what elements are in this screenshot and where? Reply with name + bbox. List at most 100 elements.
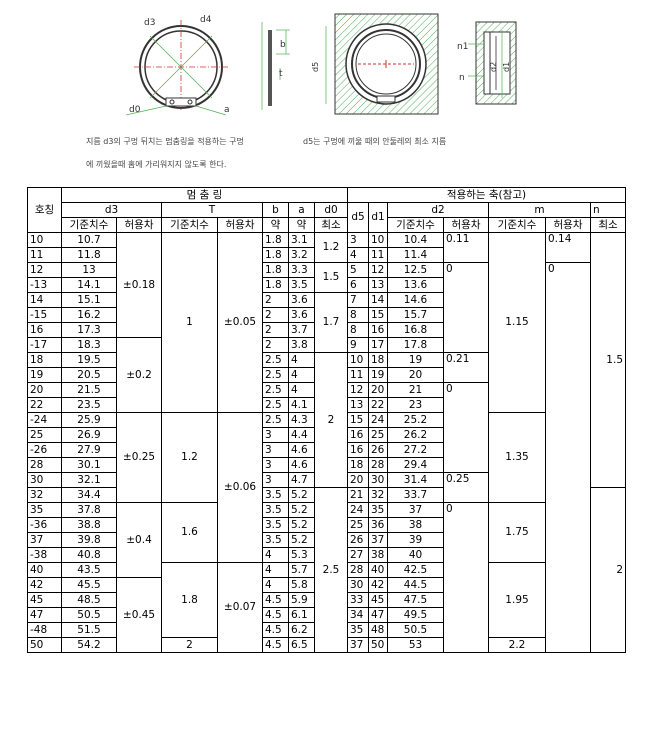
cell-size: -48 xyxy=(27,622,62,638)
cell-size: 42 xyxy=(27,577,62,593)
cell-size: -26 xyxy=(27,442,62,458)
cell-d3: 45.5 xyxy=(61,577,117,593)
merged-Tb-3: 1.8 xyxy=(161,562,218,638)
cell-b: 3.5 xyxy=(262,517,289,533)
retaining-ring-spec-table: 호칭 멈 춤 링 적용하는 축(참고) d3 T b a d0 d5 d1 d2… xyxy=(27,187,626,653)
cell-size: 40 xyxy=(27,562,62,578)
merged-d2t-0: 0.11 xyxy=(443,232,489,263)
cell-a: 3.1 xyxy=(288,232,315,248)
cell-b: 3.5 xyxy=(262,532,289,548)
cell-d1: 47 xyxy=(368,607,388,623)
cell-b: 2.5 xyxy=(262,352,289,368)
cell-size: -36 xyxy=(27,517,62,533)
cell-size: 35 xyxy=(27,502,62,518)
cell-size: -24 xyxy=(27,412,62,428)
merged-n-0: 1.5 xyxy=(590,232,626,488)
cell-d1: 17 xyxy=(368,337,388,353)
cell-d1: 48 xyxy=(368,622,388,638)
cell-d2: 25.2 xyxy=(387,412,444,428)
cell-d3: 10.7 xyxy=(61,232,117,248)
cell-b: 3.5 xyxy=(262,487,289,503)
header-d2-basic: 기준치수 xyxy=(387,217,444,233)
cell-d3: 20.5 xyxy=(61,367,117,383)
header-n-min: 최소 xyxy=(590,217,626,233)
cell-size: 18 xyxy=(27,352,62,368)
cell-a: 4.6 xyxy=(288,442,315,458)
merged-Tt-2: ±0.07 xyxy=(217,562,263,653)
cell-d2: 23 xyxy=(387,397,444,413)
merged-mb-2: 1.75 xyxy=(488,502,546,563)
cell-d2: 17.8 xyxy=(387,337,444,353)
cell-size: 19 xyxy=(27,367,62,383)
cell-a: 4.6 xyxy=(288,457,315,473)
merged-mt-0: 0.14 xyxy=(545,232,591,263)
merged-Tb-2: 1.6 xyxy=(161,502,218,563)
cell-d3: 30.1 xyxy=(61,457,117,473)
cell-d3: 17.3 xyxy=(61,322,117,338)
cell-d5: 28 xyxy=(347,562,369,578)
cell-d1: 22 xyxy=(368,397,388,413)
cell-b: 3 xyxy=(262,457,289,473)
cell-d5: 11 xyxy=(347,367,369,383)
cell-d5: 33 xyxy=(347,592,369,608)
cell-d1: 36 xyxy=(368,517,388,533)
cell-d2: 16.8 xyxy=(387,322,444,338)
cell-a: 5.2 xyxy=(288,502,315,518)
cell-d5: 18 xyxy=(347,457,369,473)
cell-d3: 43.5 xyxy=(61,562,117,578)
label-n1: n1 xyxy=(457,42,468,52)
cell-a: 4.3 xyxy=(288,412,315,428)
cell-d3: 14.1 xyxy=(61,277,117,293)
label-d3: d3 xyxy=(144,18,155,28)
cell-d5: 15 xyxy=(347,412,369,428)
cell-b: 4.5 xyxy=(262,622,289,638)
merged-mb-0: 1.15 xyxy=(488,232,546,413)
cell-d1: 10 xyxy=(368,232,388,248)
cell-b: 1.8 xyxy=(262,232,289,248)
cell-a: 6.2 xyxy=(288,622,315,638)
cell-d3: 38.8 xyxy=(61,517,117,533)
merged-Tb-1: 1.2 xyxy=(161,412,218,503)
cell-size: 16 xyxy=(27,322,62,338)
cell-d3: 18.3 xyxy=(61,337,117,353)
cell-a: 5.2 xyxy=(288,517,315,533)
merged-d0-3: 2 xyxy=(314,352,348,488)
header-d2: d2 xyxy=(387,202,489,218)
cell-b: 4.5 xyxy=(262,637,289,653)
cell-d2: 15.7 xyxy=(387,307,444,323)
cell-d3: 21.5 xyxy=(61,382,117,398)
cell-a: 4 xyxy=(288,352,315,368)
merged-mb-4: 2.2 xyxy=(488,637,546,653)
cell-a: 6.5 xyxy=(288,637,315,653)
cell-b: 2 xyxy=(262,307,289,323)
merged-Tt-0: ±0.05 xyxy=(217,232,263,413)
cell-b: 4 xyxy=(262,577,289,593)
label-d1: d1 xyxy=(502,62,511,72)
cell-d2: 10.4 xyxy=(387,232,444,248)
cell-b: 2 xyxy=(262,322,289,338)
cell-b: 3 xyxy=(262,472,289,488)
merged-Tb-4: 2 xyxy=(161,637,218,653)
cell-size: 25 xyxy=(27,427,62,443)
merged-n-1: 2 xyxy=(590,487,626,653)
merged-d3tol-4: ±0.45 xyxy=(116,577,162,653)
cell-a: 5.2 xyxy=(288,532,315,548)
label-a: a xyxy=(224,105,230,115)
cell-b: 3 xyxy=(262,442,289,458)
merged-d2t-5: 0 xyxy=(443,502,489,653)
cell-d1: 28 xyxy=(368,457,388,473)
header-b-approx: 약 xyxy=(262,217,289,233)
cell-d5: 20 xyxy=(347,472,369,488)
cell-d2: 20 xyxy=(387,367,444,383)
cell-d5: 35 xyxy=(347,622,369,638)
cell-d1: 42 xyxy=(368,577,388,593)
cell-size: 11 xyxy=(27,247,62,263)
cell-d5: 27 xyxy=(347,547,369,563)
cell-a: 3.5 xyxy=(288,277,315,293)
cell-d1: 25 xyxy=(368,427,388,443)
cell-d2: 44.5 xyxy=(387,577,444,593)
